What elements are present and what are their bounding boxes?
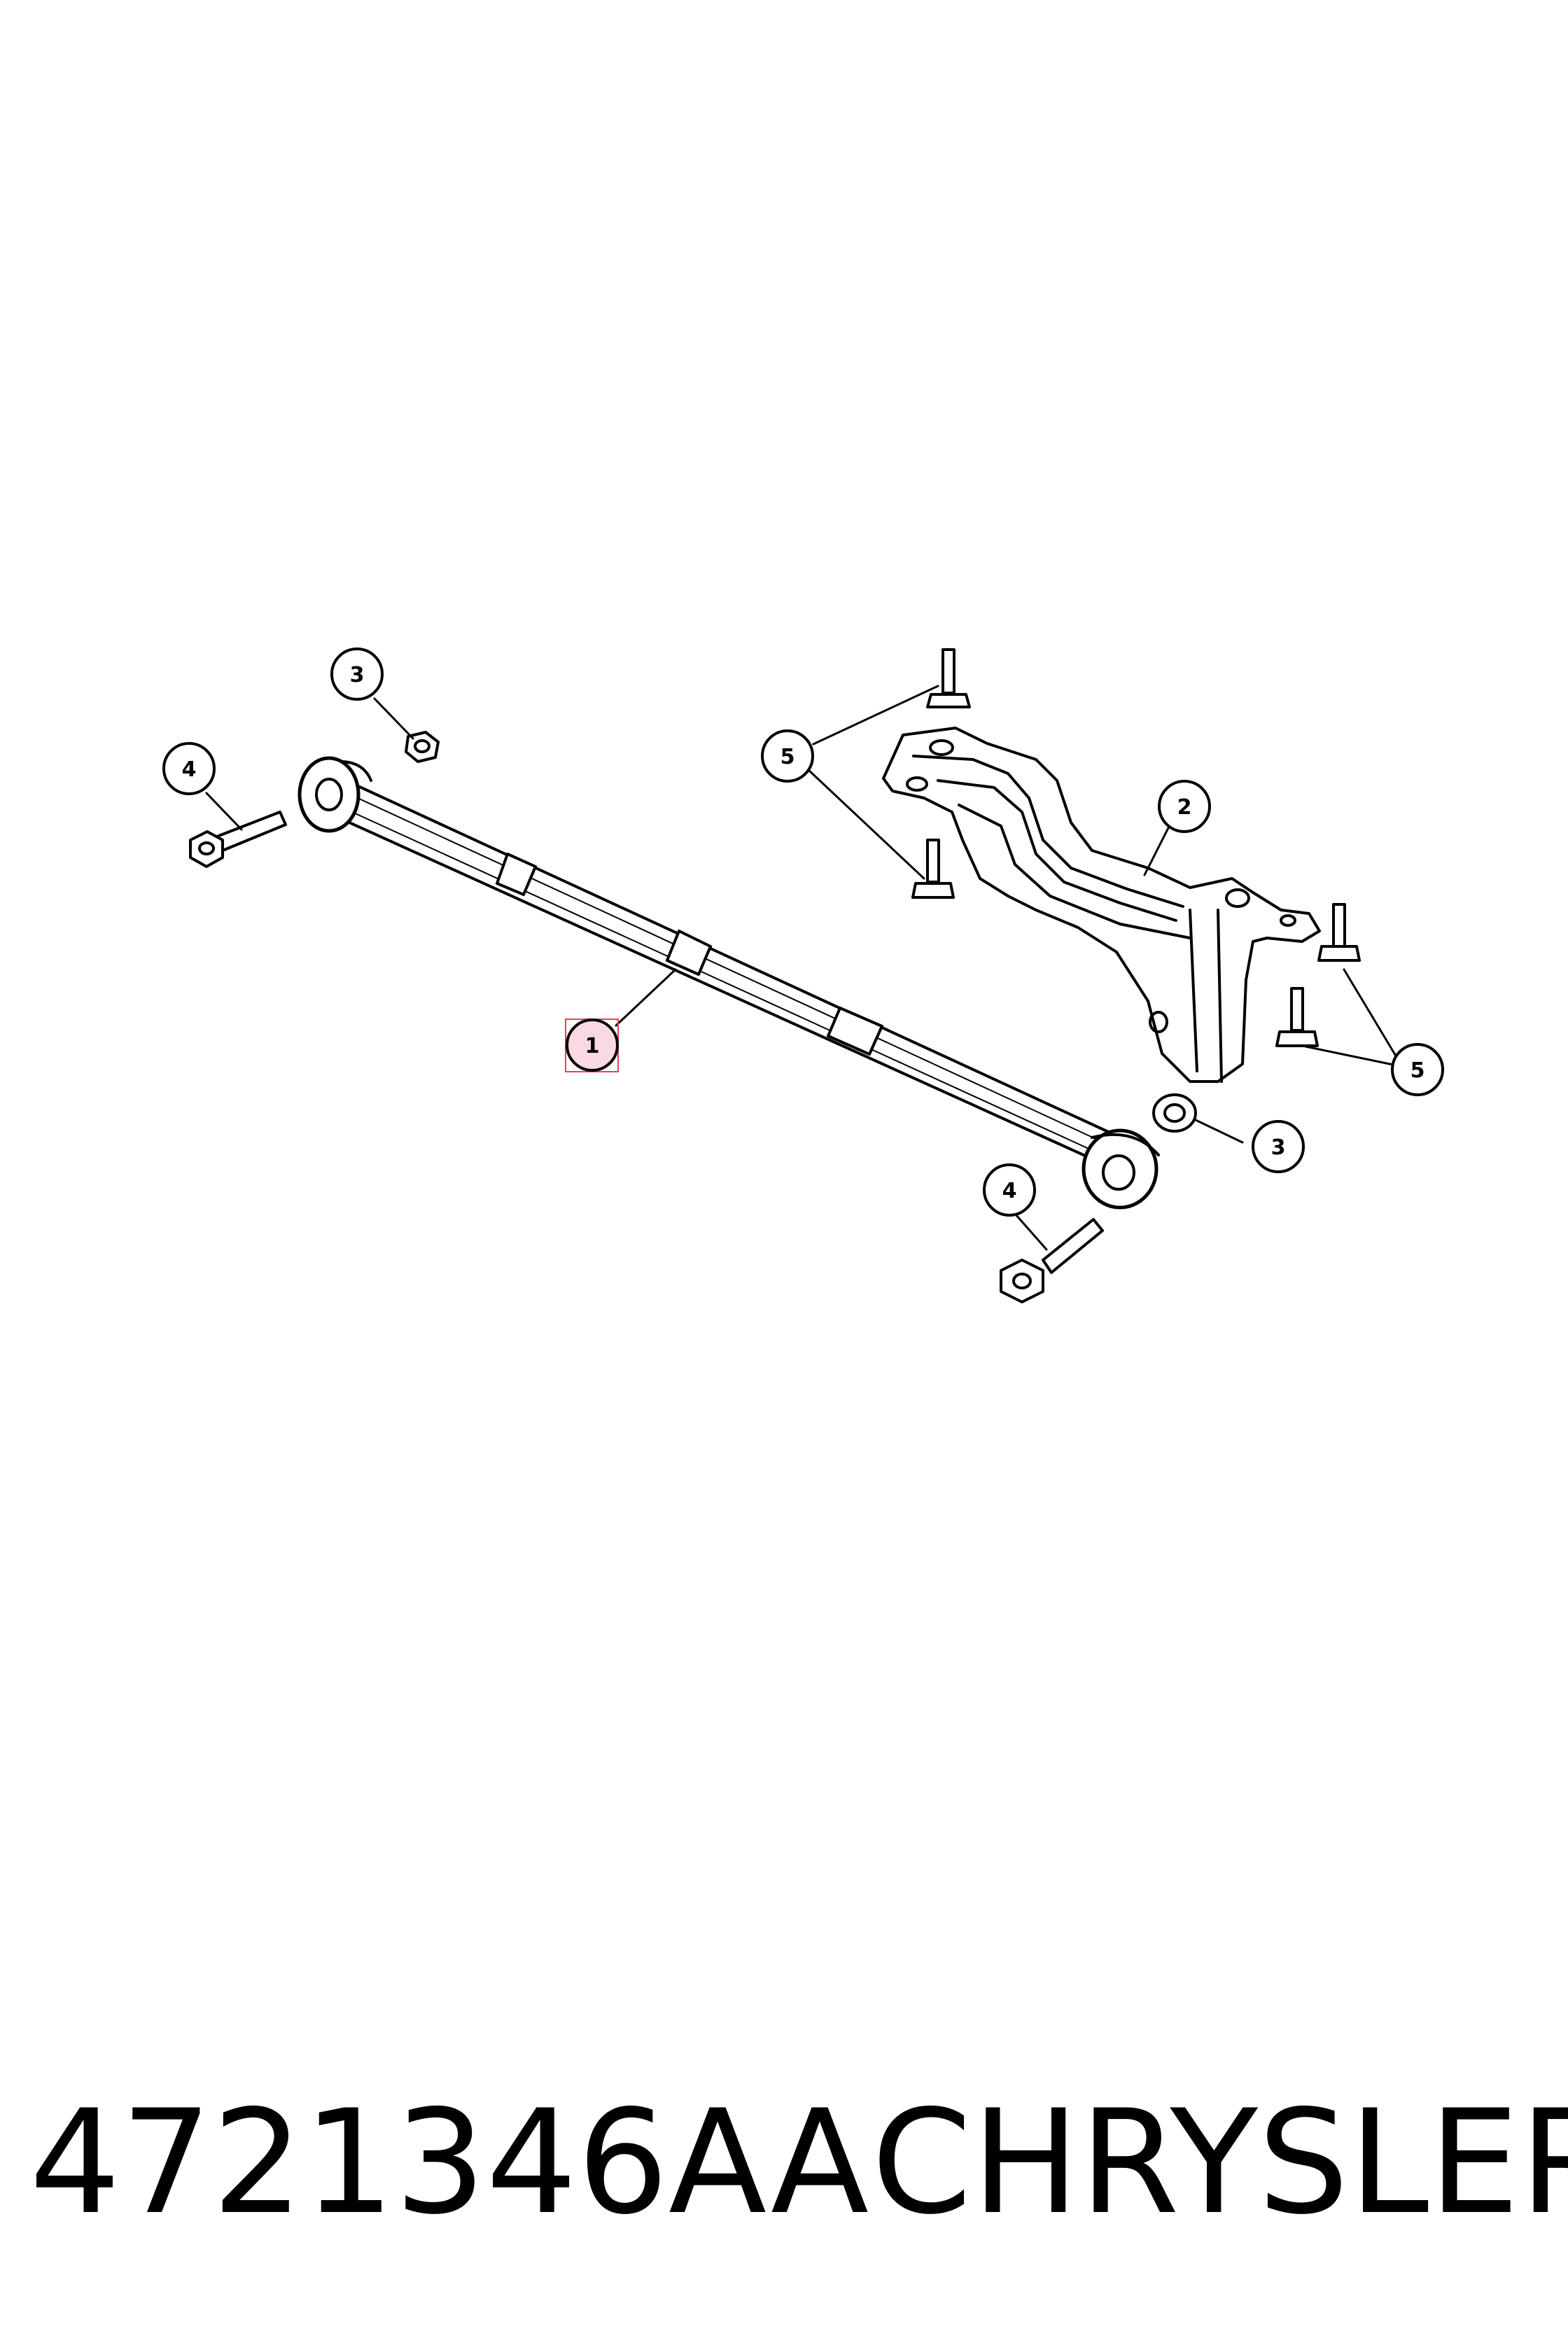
footer: 4721346AA CHRYSLER xyxy=(0,2072,1568,2254)
callout-4-left[interactable] xyxy=(162,742,216,795)
flag-nut-lower xyxy=(1152,1093,1197,1133)
callout-3-lower[interactable] xyxy=(1252,1120,1305,1173)
callout-2[interactable] xyxy=(1158,780,1211,833)
flag-nut-upper xyxy=(405,731,440,763)
callout-label-3-upper: 3 xyxy=(350,663,365,687)
brand-name: CHRYSLER xyxy=(872,2080,1568,2246)
callout-label-2: 2 xyxy=(1177,795,1192,820)
callout-label-1: 1 xyxy=(585,1034,600,1058)
callout-label-4-left: 4 xyxy=(182,757,197,782)
track-bar-bracket xyxy=(882,727,1321,1083)
callout-3-upper[interactable] xyxy=(330,648,384,701)
bolt-left xyxy=(189,811,287,868)
bolt-right xyxy=(1000,1218,1104,1303)
callout-label-4-right: 4 xyxy=(1002,1179,1017,1203)
callout-label-5-upper: 5 xyxy=(780,745,795,769)
bolt-right-bottom xyxy=(1275,987,1319,1047)
callout-label-5-right: 5 xyxy=(1410,1058,1425,1083)
callout-4-right[interactable] xyxy=(983,1163,1036,1217)
callout-5-right[interactable] xyxy=(1391,1043,1444,1096)
callout-label-3-lower: 3 xyxy=(1271,1135,1286,1160)
track-bar xyxy=(298,756,1160,1210)
callout-5-upper[interactable] xyxy=(761,729,814,783)
bolt-upper-top xyxy=(926,648,971,708)
callout-1-highlighted[interactable] xyxy=(565,1018,619,1072)
part-number: 4721346AA xyxy=(29,2080,869,2246)
bolt-right-top xyxy=(1317,903,1361,962)
bolt-upper-bottom xyxy=(911,839,955,899)
